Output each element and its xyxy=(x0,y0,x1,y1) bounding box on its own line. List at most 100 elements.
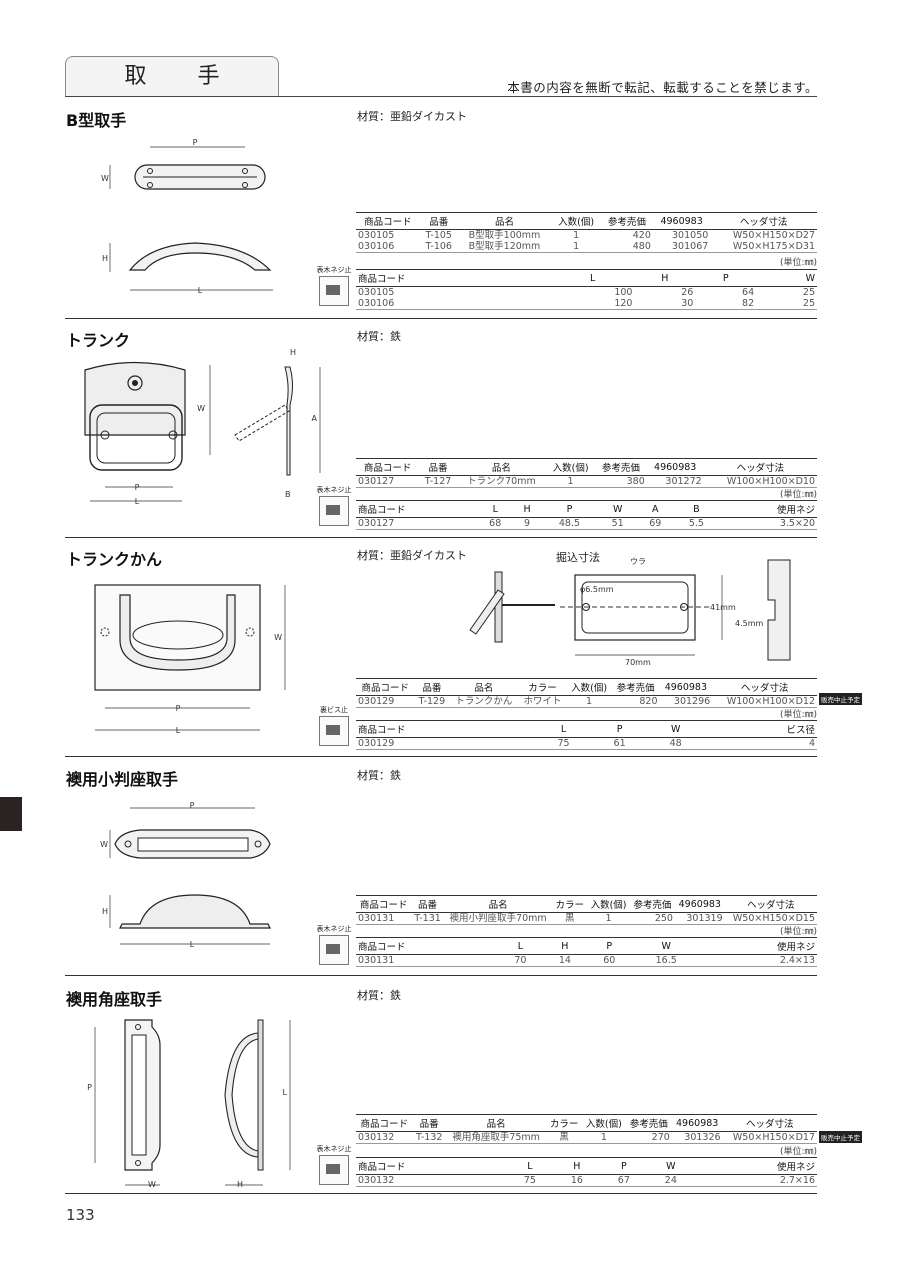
table-cell: W50×H150×D27 xyxy=(732,230,815,241)
dim-w: W xyxy=(100,840,108,849)
table-cell: 420 xyxy=(632,230,651,241)
table-cell: 120 xyxy=(550,298,635,310)
dim-h: H xyxy=(237,1180,243,1189)
dim-w: W xyxy=(274,633,282,642)
table-cell: 68 xyxy=(476,517,515,530)
section-title-trunk: トランク xyxy=(66,331,131,350)
dim-h: H xyxy=(102,254,108,263)
table-cell: T-127 xyxy=(419,475,457,488)
table-header-cell: 品名 xyxy=(443,895,553,913)
table-cell: 301272 xyxy=(646,475,704,488)
table-cell: 75 xyxy=(535,737,592,750)
table-cell: 250 xyxy=(629,912,675,925)
table-cell: 48 xyxy=(647,737,704,750)
table-header-cell: 入数(個) xyxy=(581,1114,626,1132)
material-b-handle: 材質：亜鉛ダイカスト xyxy=(357,110,467,123)
cutout-width-label: 70mm xyxy=(625,658,651,667)
table-cell: 030105 xyxy=(358,230,395,241)
table-header-cell: 商品コード xyxy=(356,458,420,476)
table-header-cell: L xyxy=(506,1157,554,1175)
table-cell: 301326 xyxy=(671,1131,723,1144)
section-title-b-handle: B型取手 xyxy=(66,111,127,130)
table-cell: 301296 xyxy=(659,695,713,708)
table-cell: トランクかん xyxy=(449,695,519,708)
table-cell: 4 xyxy=(703,737,817,750)
table-cell: 1 xyxy=(546,475,596,488)
table-header-cell: ヘッダ寸法 xyxy=(703,458,817,476)
table-cell: 1 xyxy=(566,695,612,708)
screw-type-b-handle: 表木ネジ止 xyxy=(316,266,352,306)
cutout-title: 掘込寸法 xyxy=(556,551,600,564)
table-cell: 黒 xyxy=(552,912,588,925)
dim-p: P xyxy=(176,704,181,713)
table-header-cell: A xyxy=(636,500,675,518)
table-header-cell: H xyxy=(634,269,696,287)
table-header-cell: 4960983 xyxy=(646,458,704,476)
table-header-cell: 商品コード xyxy=(356,678,415,696)
dim-a: A xyxy=(312,414,318,423)
cutout-drawing: ウラ φ6.5mm 41mm 70mm 4.5mm xyxy=(469,557,791,667)
table-header-cell: 品番 xyxy=(419,458,457,476)
dim-l: L xyxy=(190,940,195,949)
screw-icon xyxy=(319,716,349,746)
side-index-tab xyxy=(0,797,22,831)
table-cell: 1 xyxy=(587,912,630,925)
table-cell: ホワイト xyxy=(518,695,567,708)
table-cell: 襖用角座取手75mm xyxy=(445,1131,547,1144)
table-header-cell: W xyxy=(647,1157,695,1175)
table-cell: 64 xyxy=(742,287,755,298)
table-cell: 380 xyxy=(595,475,647,488)
table-header-cell: L xyxy=(535,720,592,738)
table-header-cell: 使用ネジ xyxy=(700,937,817,955)
dim-w: W xyxy=(101,174,109,183)
table-cell: 030127 xyxy=(356,517,477,530)
table-header-cell: P xyxy=(600,1157,648,1175)
section-title-square-plate-handle: 襖用角座取手 xyxy=(66,990,163,1009)
screw-icon xyxy=(319,496,349,526)
cutout-hole-label: φ6.5mm xyxy=(580,585,614,594)
screw-icon xyxy=(319,1155,349,1185)
table-header-cell: 品名 xyxy=(445,1114,547,1132)
material-square-plate-handle: 材質：鉄 xyxy=(357,989,401,1002)
table-cell: 16 xyxy=(553,1174,601,1187)
table-cell: 030131 xyxy=(356,912,412,925)
table-header-cell: 入数(個) xyxy=(546,458,596,476)
dim-h: H xyxy=(102,907,108,916)
dim-p: P xyxy=(193,138,198,147)
table-cell: 1 xyxy=(573,230,580,241)
table-cell: 1 xyxy=(551,241,601,253)
cutout-height-label: 41mm xyxy=(710,603,736,612)
table-cell: 820 xyxy=(611,695,660,708)
table-cell: トランク70mm xyxy=(456,475,547,488)
table-cell: 030106 xyxy=(356,298,551,310)
section-divider xyxy=(65,318,817,319)
unit-note: (単位:㎜) xyxy=(779,1147,817,1157)
dim-l: L xyxy=(198,286,203,295)
table-header-cell: H xyxy=(553,1157,601,1175)
table-header-cell: ヘッダ寸法 xyxy=(710,212,817,230)
table-cell: 301067 xyxy=(652,241,711,253)
section-title-trunk-kan: トランクかん xyxy=(66,550,163,569)
table-cell: W50×H150×D17 xyxy=(722,1131,817,1144)
table-header-cell: 品名 xyxy=(457,212,552,230)
table-cell: T-132 xyxy=(412,1131,446,1144)
table-cell: 270 xyxy=(625,1131,672,1144)
table-header-cell: L xyxy=(498,937,543,955)
table-header-cell: P xyxy=(591,720,648,738)
table-cell: W50×H175×D31 xyxy=(710,241,817,253)
table-header-cell: 品名 xyxy=(456,458,547,476)
table-header-cell: ヘッダ寸法 xyxy=(722,1114,817,1132)
unit-note: (単位:㎜) xyxy=(779,258,817,268)
table-cell: 16.5 xyxy=(631,954,701,967)
table-cell: W100×H100×D10 xyxy=(703,475,817,488)
table-header-cell: W xyxy=(647,720,704,738)
